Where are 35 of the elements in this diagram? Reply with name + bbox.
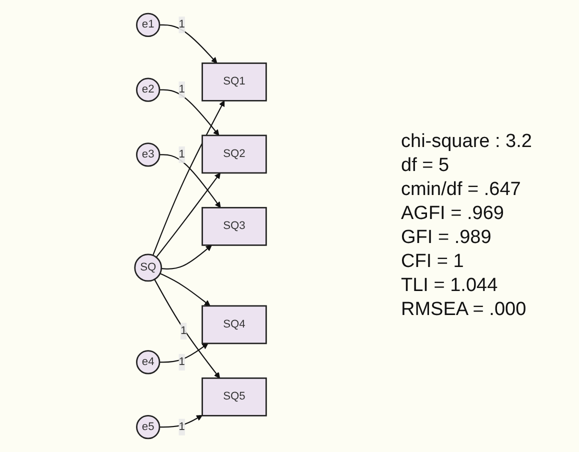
arrow: [159, 154, 221, 208]
edge-label: 1: [178, 84, 185, 96]
node-box: SQ2: [202, 134, 267, 174]
arrow: [159, 89, 220, 136]
edge-label: 1: [178, 420, 185, 433]
fit-statistic: chi-square : 3.2: [401, 130, 533, 154]
fit-statistic: RMSEA = .000: [401, 298, 528, 322]
fit-statistic: cmin/df = .647: [401, 178, 522, 202]
edge-label: 1: [180, 324, 187, 337]
node-circle: e3: [136, 142, 160, 167]
node-box: SQ5: [202, 377, 267, 416]
edge-label: 1: [178, 18, 185, 31]
arrow: [159, 343, 208, 363]
arrow: [161, 244, 212, 270]
edge-label: 1: [178, 148, 185, 160]
fit-statistic: CFI = 1: [401, 250, 465, 274]
arrow: [156, 172, 221, 258]
fit-statistic: GFI = .989: [401, 226, 492, 250]
node-circle: e1: [136, 12, 160, 38]
arrow: [152, 100, 225, 256]
node-circle: e5: [136, 414, 160, 440]
arrow: [159, 24, 218, 64]
node-box: SQ3: [202, 206, 267, 246]
fit-statistic: TLI = 1.044: [401, 274, 499, 298]
fit-statistic: df = 5: [401, 154, 450, 178]
arrow: [154, 279, 220, 378]
arrow: [159, 415, 202, 428]
node-circle: e4: [136, 350, 160, 374]
fit-statistic: AGFI = .969: [401, 202, 505, 226]
edge-label: 1: [178, 356, 185, 368]
node-circle: SQ: [134, 254, 162, 282]
node-box: SQ4: [202, 305, 267, 344]
node-box: SQ1: [202, 62, 267, 102]
node-circle: e2: [136, 78, 160, 102]
arrow: [160, 272, 210, 306]
